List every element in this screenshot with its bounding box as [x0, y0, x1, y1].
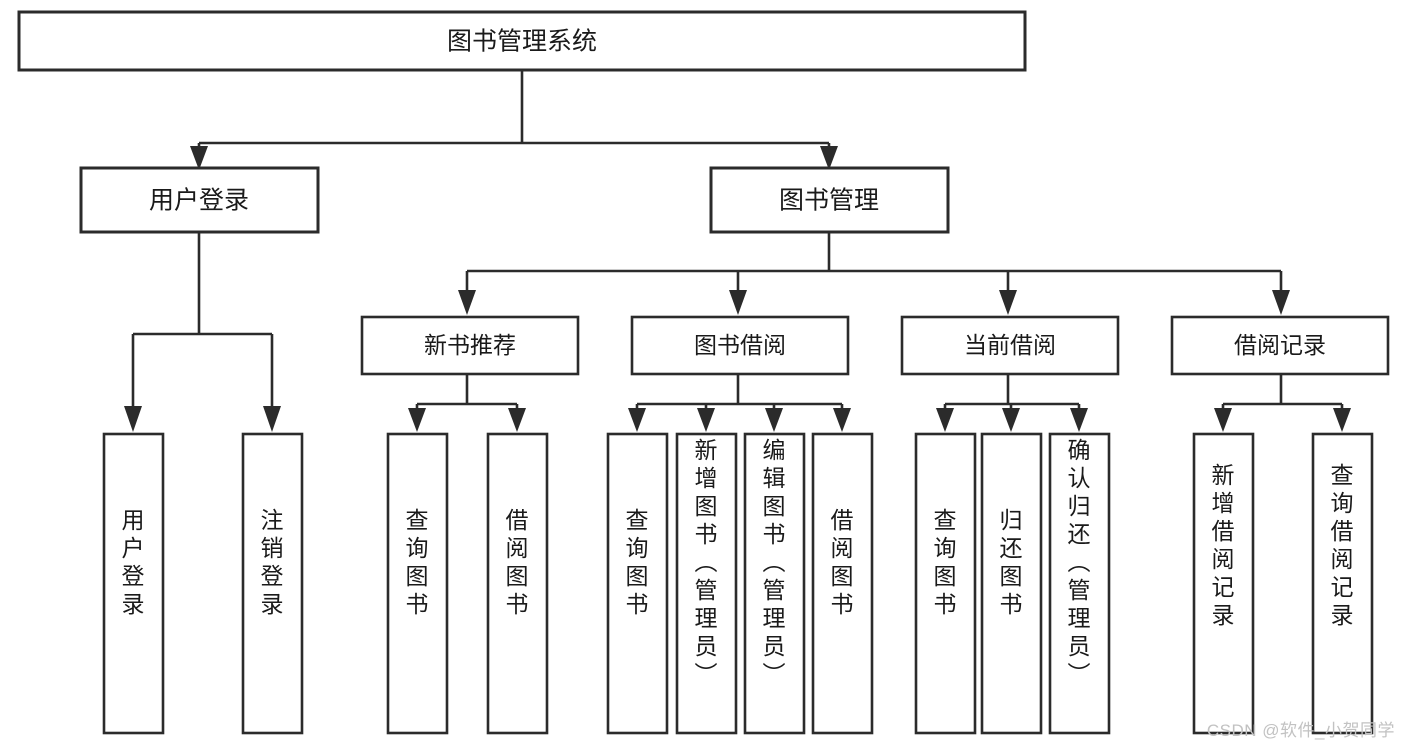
node-leaf-query-record-label: 查询借阅记录 [1331, 462, 1354, 628]
node-leaf-query-book-3-box[interactable] [914, 432, 977, 735]
node-leaf-edit-book[interactable]: 编辑图书︵管理员︶ [743, 432, 806, 735]
node-new-book-recommend-label: 新书推荐 [424, 332, 516, 358]
node-leaf-confirm-return-box[interactable] [1048, 432, 1111, 735]
node-leaf-add-book-box[interactable] [675, 432, 738, 735]
node-borrow-record-box[interactable] [1170, 315, 1390, 376]
arrow-current-borrow [999, 290, 1017, 315]
node-book-borrow[interactable]: 图书借阅 [630, 315, 850, 376]
node-leaf-confirm-return[interactable]: 确认归还︵管理员︶ [1048, 432, 1111, 735]
node-leaf-query-book-2[interactable]: 查询图书 [606, 432, 669, 735]
node-leaf-add-book-label: 新增图书︵管理员︶ [695, 437, 718, 687]
connector-borrow-record-to-leaves [1214, 374, 1351, 432]
node-root-label: 图书管理系统 [447, 28, 597, 56]
arrow-leaf-user-login [124, 406, 142, 432]
node-new-book-recommend[interactable]: 新书推荐 [360, 315, 580, 376]
csdn-watermark: CSDN @软件_小贺同学 [1206, 721, 1395, 740]
connector-root-to-level1 [190, 70, 838, 170]
node-leaf-user-login-label: 用户登录 [122, 507, 145, 617]
arrow-borrow-record [1272, 290, 1290, 315]
connector-current-borrow-to-leaves [936, 374, 1088, 432]
arrow-leaf-query-book-3 [936, 408, 954, 432]
node-leaf-borrow-book-2[interactable]: 借阅图书 [811, 432, 874, 735]
connector-new-book-to-leaves [408, 374, 526, 432]
arrow-leaf-return-book [1002, 408, 1020, 432]
node-user-login-label: 用户登录 [149, 187, 249, 215]
arrow-leaf-add-record [1214, 408, 1232, 432]
node-leaf-query-record[interactable]: 查询借阅记录 [1311, 432, 1374, 735]
node-current-borrow-box[interactable] [900, 315, 1120, 376]
node-current-borrow[interactable]: 当前借阅 [900, 315, 1120, 376]
arrow-leaf-edit-book [765, 408, 783, 432]
arrow-new-book-recommend [458, 290, 476, 315]
node-leaf-query-book-1-label: 查询图书 [406, 507, 429, 617]
node-user-login-box[interactable] [79, 166, 320, 234]
node-leaf-query-book-3-label: 查询图书 [934, 507, 957, 617]
node-leaf-query-record-box[interactable] [1311, 432, 1374, 735]
node-book-manage-box[interactable] [709, 166, 950, 234]
arrow-leaf-query-record [1333, 408, 1351, 432]
node-leaf-return-book-box[interactable] [980, 432, 1043, 735]
node-book-borrow-label: 图书借阅 [694, 332, 786, 358]
node-user-login[interactable]: 用户登录 [79, 166, 320, 234]
node-root[interactable]: 图书管理系统 [17, 10, 1027, 72]
node-borrow-record-label: 借阅记录 [1234, 332, 1326, 358]
node-leaf-borrow-book-1[interactable]: 借阅图书 [486, 432, 549, 735]
node-leaf-query-book-2-box[interactable] [606, 432, 669, 735]
node-leaf-borrow-book-1-box[interactable] [486, 432, 549, 735]
arrow-user-login [190, 146, 208, 170]
node-leaf-borrow-book-2-label: 借阅图书 [831, 507, 854, 617]
arrow-book-manage [820, 146, 838, 170]
node-leaf-add-book[interactable]: 新增图书︵管理员︶ [675, 432, 738, 735]
node-leaf-edit-book-box[interactable] [743, 432, 806, 735]
connector-book-borrow-to-leaves [628, 374, 851, 432]
node-borrow-record[interactable]: 借阅记录 [1170, 315, 1390, 376]
arrow-leaf-query-book-2 [628, 408, 646, 432]
node-leaf-user-login-box[interactable] [102, 432, 165, 735]
node-leaf-add-record[interactable]: 新增借阅记录 [1192, 432, 1255, 735]
connector-user-login-to-leaves [124, 232, 281, 432]
node-current-borrow-label: 当前借阅 [964, 332, 1056, 358]
node-book-borrow-box[interactable] [630, 315, 850, 376]
arrow-leaf-logout [263, 406, 281, 432]
node-leaf-return-book[interactable]: 归还图书 [980, 432, 1043, 735]
node-leaf-logout[interactable]: 注销登录 [241, 432, 304, 735]
node-leaf-query-book-1[interactable]: 查询图书 [386, 432, 449, 735]
arrow-leaf-add-book [697, 408, 715, 432]
node-book-manage-label: 图书管理 [779, 187, 879, 215]
arrow-leaf-confirm-return [1070, 408, 1088, 432]
node-leaf-query-book-3[interactable]: 查询图书 [914, 432, 977, 735]
node-leaf-user-login[interactable]: 用户登录 [102, 432, 165, 735]
node-leaf-add-record-label: 新增借阅记录 [1212, 462, 1235, 628]
node-leaf-query-book-2-label: 查询图书 [626, 507, 649, 617]
node-book-manage[interactable]: 图书管理 [709, 166, 950, 234]
node-leaf-query-book-1-box[interactable] [386, 432, 449, 735]
node-leaf-borrow-book-1-label: 借阅图书 [506, 507, 529, 617]
arrow-leaf-borrow-book-1 [508, 408, 526, 432]
node-leaf-logout-label: 注销登录 [261, 507, 284, 617]
node-root-box[interactable] [17, 10, 1027, 72]
node-leaf-add-record-box[interactable] [1192, 432, 1255, 735]
node-new-book-recommend-box[interactable] [360, 315, 580, 376]
arrow-leaf-borrow-book-2 [833, 408, 851, 432]
node-leaf-logout-box[interactable] [241, 432, 304, 735]
node-leaf-borrow-book-2-box[interactable] [811, 432, 874, 735]
node-leaf-return-book-label: 归还图书 [1000, 507, 1023, 617]
arrow-book-borrow [729, 290, 747, 315]
node-leaf-confirm-return-label: 确认归还︵管理员︶ [1068, 437, 1091, 687]
node-leaf-edit-book-label: 编辑图书︵管理员︶ [763, 437, 786, 687]
arrow-leaf-query-book-1 [408, 408, 426, 432]
connector-book-manage-to-level2 [458, 232, 1290, 315]
